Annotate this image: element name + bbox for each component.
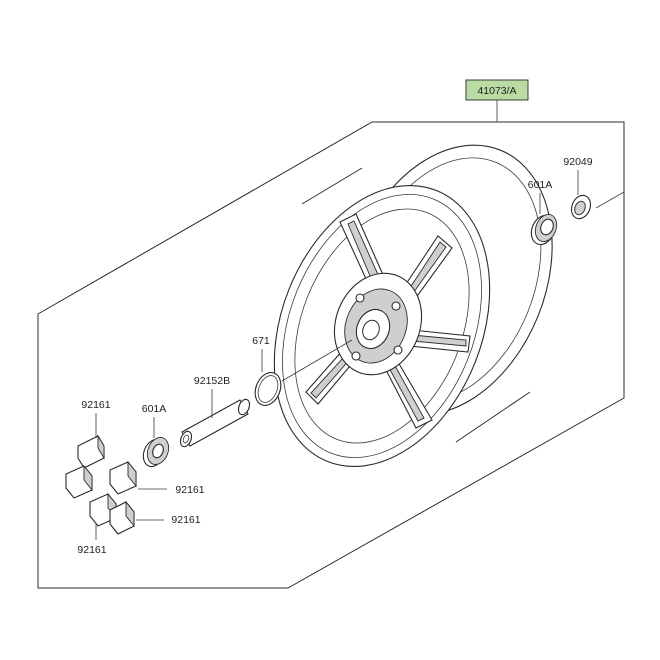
o-ring[interactable] bbox=[251, 369, 286, 410]
seal-part-number: 92049 bbox=[563, 156, 592, 168]
wheel-hub bbox=[333, 272, 423, 376]
collar-part-number: 92152B bbox=[194, 375, 230, 387]
damper-4-part-number: 92161 bbox=[77, 544, 106, 556]
o-ring-part-number: 671 bbox=[252, 335, 270, 347]
assembly-frame bbox=[37, 121, 625, 589]
oil-seal[interactable] bbox=[568, 193, 594, 222]
rear-wheel bbox=[273, 144, 553, 468]
assembly-label[interactable]: 41073/A bbox=[465, 79, 529, 101]
collar[interactable] bbox=[178, 398, 251, 449]
bearing-left[interactable] bbox=[139, 434, 172, 469]
damper-1-part-number: 92161 bbox=[81, 399, 110, 411]
assembly-part-number: 41073/A bbox=[477, 85, 516, 97]
damper-3-part-number: 92161 bbox=[171, 514, 200, 526]
damper-2-part-number: 92161 bbox=[175, 484, 204, 496]
bearing-right[interactable] bbox=[527, 211, 560, 248]
bearing-right-part-number: 601A bbox=[528, 179, 553, 191]
damper-rubbers[interactable] bbox=[65, 434, 137, 535]
bearing-left-part-number: 601A bbox=[142, 403, 167, 415]
